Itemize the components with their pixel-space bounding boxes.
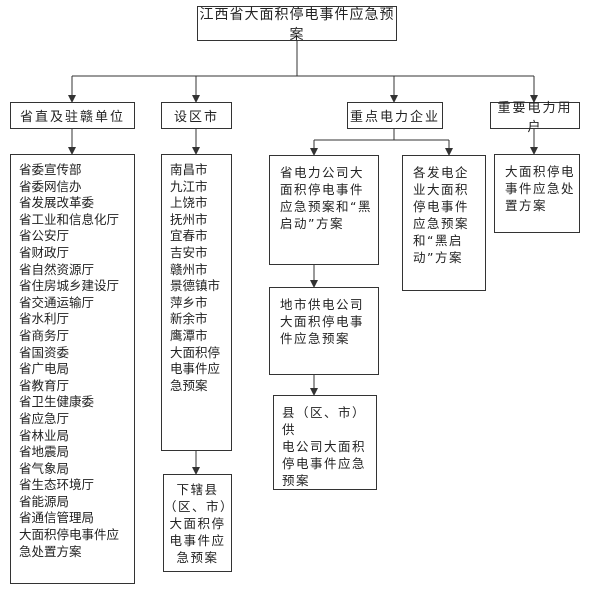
list-item: 萍乡市 — [170, 294, 208, 310]
plan-line: 电公司大面积 — [282, 439, 367, 454]
list-item: 省能源局 — [19, 493, 70, 509]
list-item: 省生态环境厅 — [19, 477, 95, 493]
plan-line: 动”方案 — [413, 250, 463, 265]
list-item: 九江市 — [170, 178, 208, 194]
plan-line: 地市供电公司 — [280, 297, 365, 312]
plan-line: 电事件应 — [169, 533, 226, 548]
generation-plan-box: 各发电企 业大面积 停电事件 应急预案 和“黑启 动”方案 — [402, 155, 486, 291]
list-item: 省卫生健康委 — [19, 394, 95, 410]
list-item: 省通信管理局 — [19, 510, 95, 526]
category-users: 重要电力用户 — [490, 101, 580, 135]
title-text: 江西省大面积停电事件应急预案 — [199, 6, 395, 43]
list-item: 省地震局 — [19, 444, 70, 460]
list-item: 省气象局 — [19, 460, 70, 476]
list-item: 电事件应 — [170, 361, 221, 377]
list-item: 省商务厅 — [19, 327, 70, 343]
plan-line: 大面积停 — [169, 516, 226, 531]
list-item: 省委网信办 — [19, 178, 82, 194]
provincial-unit-list: 省委宣传部 省委网信办 省发展改革委 省工业和信息化厅 省公安厅 省财政厅 省自… — [10, 154, 135, 584]
list-item: 南昌市 — [170, 162, 208, 177]
city-supply-plan-box: 地市供电公司 大面积停电事 件应急预案 — [269, 287, 379, 375]
plan-line: 启动”方案 — [280, 216, 344, 231]
list-item: 抚州市 — [170, 211, 208, 227]
list-item: 省广电局 — [19, 361, 70, 377]
category-provincial: 省直及驻赣单位 — [10, 102, 135, 129]
plan-line: 和“黑启 — [413, 233, 463, 248]
list-item: 鹰潭市 — [170, 327, 208, 343]
category-power: 重点电力企业 — [347, 102, 443, 129]
list-item: 省委宣传部 — [19, 162, 82, 177]
category-cities: 设区市 — [161, 102, 232, 129]
list-item: 省林业局 — [19, 427, 70, 443]
list-item: 急处置方案 — [19, 543, 82, 559]
plan-line: 下辖县 — [176, 482, 219, 497]
plan-line: 省电力公司大 — [280, 165, 365, 180]
list-item: 省水利厅 — [19, 311, 70, 327]
list-item: 赣州市 — [170, 261, 208, 277]
list-item: 省应急厅 — [19, 410, 70, 426]
list-item: 景德镇市 — [170, 278, 221, 294]
list-item: 大面积停 — [170, 344, 221, 360]
title-box: 江西省大面积停电事件应急预案 — [197, 6, 397, 43]
list-item: 省公安厅 — [19, 228, 70, 244]
list-item: 省发展改革委 — [19, 195, 95, 211]
plan-line: 面积停电事件 — [280, 182, 365, 197]
list-item: 上饶市 — [170, 195, 208, 211]
list-item: 省交通运输厅 — [19, 294, 95, 310]
plan-line: 县（区、市）供 — [282, 405, 367, 437]
plan-line: 各发电企 — [413, 165, 470, 180]
category-users-label: 重要电力用户 — [497, 100, 573, 135]
plan-line: 置方案 — [505, 198, 548, 213]
plan-line: 应急预案和“黑 — [280, 199, 372, 214]
list-item: 省住房城乡建设厅 — [19, 278, 120, 294]
city-list: 南昌市 九江市 上饶市 抚州市 宜春市 吉安市 赣州市 景德镇市 萍乡市 新余市… — [161, 154, 232, 451]
county-supply-plan-box: 县（区、市）供 电公司大面积 停电事件应急 预案 — [273, 395, 377, 490]
list-item: 宜春市 — [170, 228, 208, 244]
category-power-label: 重点电力企业 — [349, 110, 440, 125]
plan-line: 应急预案 — [413, 216, 470, 231]
power-company-plan-box: 省电力公司大 面积停电事件 应急预案和“黑 启动”方案 — [269, 155, 379, 265]
list-item: 省财政厅 — [19, 244, 70, 260]
list-item: 新余市 — [170, 311, 208, 327]
plan-line: 大面积停电事 — [280, 314, 365, 329]
plan-line: 预案 — [282, 473, 311, 488]
plan-line: 停电事件应急 — [282, 456, 367, 471]
list-item: 省教育厅 — [19, 377, 70, 393]
plan-line: 大面积停电 — [505, 164, 576, 179]
county-plan-box: 下辖县 （区、市） 大面积停 电事件应 急预案 — [163, 474, 235, 572]
plan-line: （区、市） — [164, 499, 235, 514]
plan-line: 急预案 — [176, 550, 219, 565]
plan-line: 业大面积 — [413, 182, 470, 197]
list-item: 急预案 — [170, 377, 208, 393]
plan-line: 事件应急处 — [505, 181, 576, 196]
user-plan-box: 大面积停电 事件应急处 置方案 — [494, 154, 580, 233]
list-item: 省国资委 — [19, 344, 70, 360]
category-provincial-label: 省直及驻赣单位 — [19, 110, 125, 125]
plan-line: 件应急预案 — [280, 331, 351, 346]
list-item: 省自然资源厅 — [19, 261, 95, 277]
category-cities-label: 设区市 — [173, 110, 219, 125]
plan-line: 停电事件 — [413, 199, 470, 214]
list-item: 省工业和信息化厅 — [19, 211, 120, 227]
list-item: 吉安市 — [170, 244, 208, 260]
list-item: 大面积停电事件应 — [19, 527, 120, 543]
